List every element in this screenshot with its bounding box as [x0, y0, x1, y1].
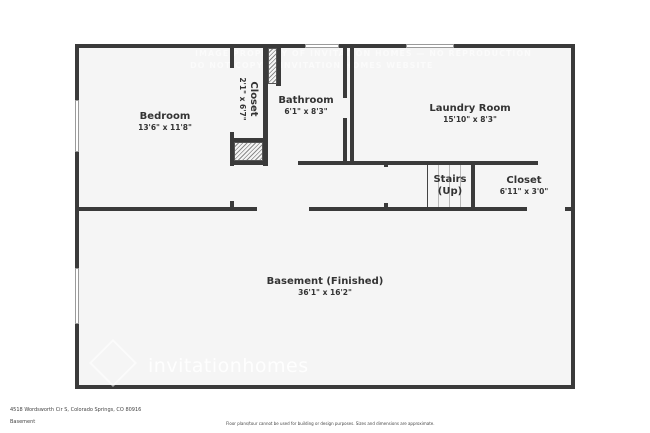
wall-mid-end — [565, 207, 573, 211]
watermark-overlay-line1: IMAGE PROPERTY OF INVITATION HOMES — NO … — [195, 49, 532, 58]
wall-bottom — [75, 385, 575, 389]
wall-laundry-left-top — [350, 44, 354, 162]
watermark-overlay-line2: DO NOT COPY — INVITATION HOMES WEBSITE — [190, 61, 434, 70]
closet-hatch-bottom — [234, 142, 263, 161]
room-dimensions: 13'6" x 11'8" — [138, 123, 192, 132]
room-dimensions: 36'1" x 16'2" — [298, 288, 352, 297]
wall-bedroom-closet-top — [230, 44, 234, 68]
closet-hatch-top — [268, 48, 277, 84]
room-name: Bedroom — [139, 111, 191, 122]
stair-tread — [427, 165, 428, 207]
room-name: Basement (Finished) — [266, 276, 384, 287]
wall-left — [75, 44, 79, 389]
window-left-bedroom — [75, 100, 79, 152]
room-name: Bathroom — [278, 95, 334, 106]
brand-watermark: invitationhomes — [148, 355, 309, 377]
wall-hall-top-left — [230, 161, 268, 165]
room-name: Closet — [248, 81, 259, 117]
room-name: Stairs — [433, 174, 467, 185]
room-dimensions: 6'11" x 3'0" — [499, 187, 549, 196]
room-bedroom: Bedroom 13'6" x 11'8" — [110, 111, 220, 133]
room-dimensions: 15'10" x 8'3" — [443, 115, 497, 124]
room-laundry: Laundry Room 15'10" x 8'3" — [410, 103, 530, 125]
room-dimensions: 2'1" x 6'7" — [238, 77, 247, 121]
wall-mid-right — [309, 207, 527, 211]
disclaimer: Floor plans/tour cannot be used for buil… — [226, 421, 435, 426]
window-top-laundry — [406, 44, 454, 48]
wall-closet-bathroom — [263, 44, 268, 166]
wall-bedroom-stub — [230, 201, 234, 210]
property-address: 4518 Wordsworth Cir S, Colorado Springs,… — [10, 407, 142, 413]
wall-bedroom-closet-bottom — [230, 132, 234, 166]
wall-stairs-right — [471, 163, 475, 210]
room-basement: Basement (Finished) 36'1" x 16'2" — [245, 276, 405, 298]
floor-level: Basement — [10, 419, 36, 425]
floor-area — [78, 47, 571, 386]
room-dimensions: 6'1" x 8'3" — [284, 107, 328, 116]
wall-bathroom-laundry-bottom — [343, 118, 347, 162]
stair-tread — [449, 165, 450, 207]
wall-hall-stub-bottom — [384, 203, 388, 207]
room-stairs: Stairs (Up) — [426, 174, 474, 198]
room-sub: (Up) — [437, 186, 463, 197]
wall-hall-top-mid — [298, 161, 538, 165]
room-name: Laundry Room — [429, 103, 511, 114]
wall-mid-left — [75, 207, 257, 211]
wall-right — [571, 44, 575, 389]
wall-closet-inner — [276, 44, 281, 86]
room-name: Closet — [506, 175, 542, 186]
window-top-bathroom — [305, 44, 339, 48]
wall-closet-shelf — [230, 138, 268, 142]
room-closet-2: Closet 6'11" x 3'0" — [484, 175, 564, 197]
stair-tread — [438, 165, 439, 207]
wall-bathroom-laundry-top — [343, 44, 347, 98]
window-left-basement — [75, 268, 79, 324]
room-closet-1: Closet 2'1" x 6'7" — [237, 59, 259, 139]
wall-hall-stub-top — [384, 164, 388, 167]
stair-tread — [460, 165, 461, 207]
room-bathroom: Bathroom 6'1" x 8'3" — [266, 95, 346, 117]
